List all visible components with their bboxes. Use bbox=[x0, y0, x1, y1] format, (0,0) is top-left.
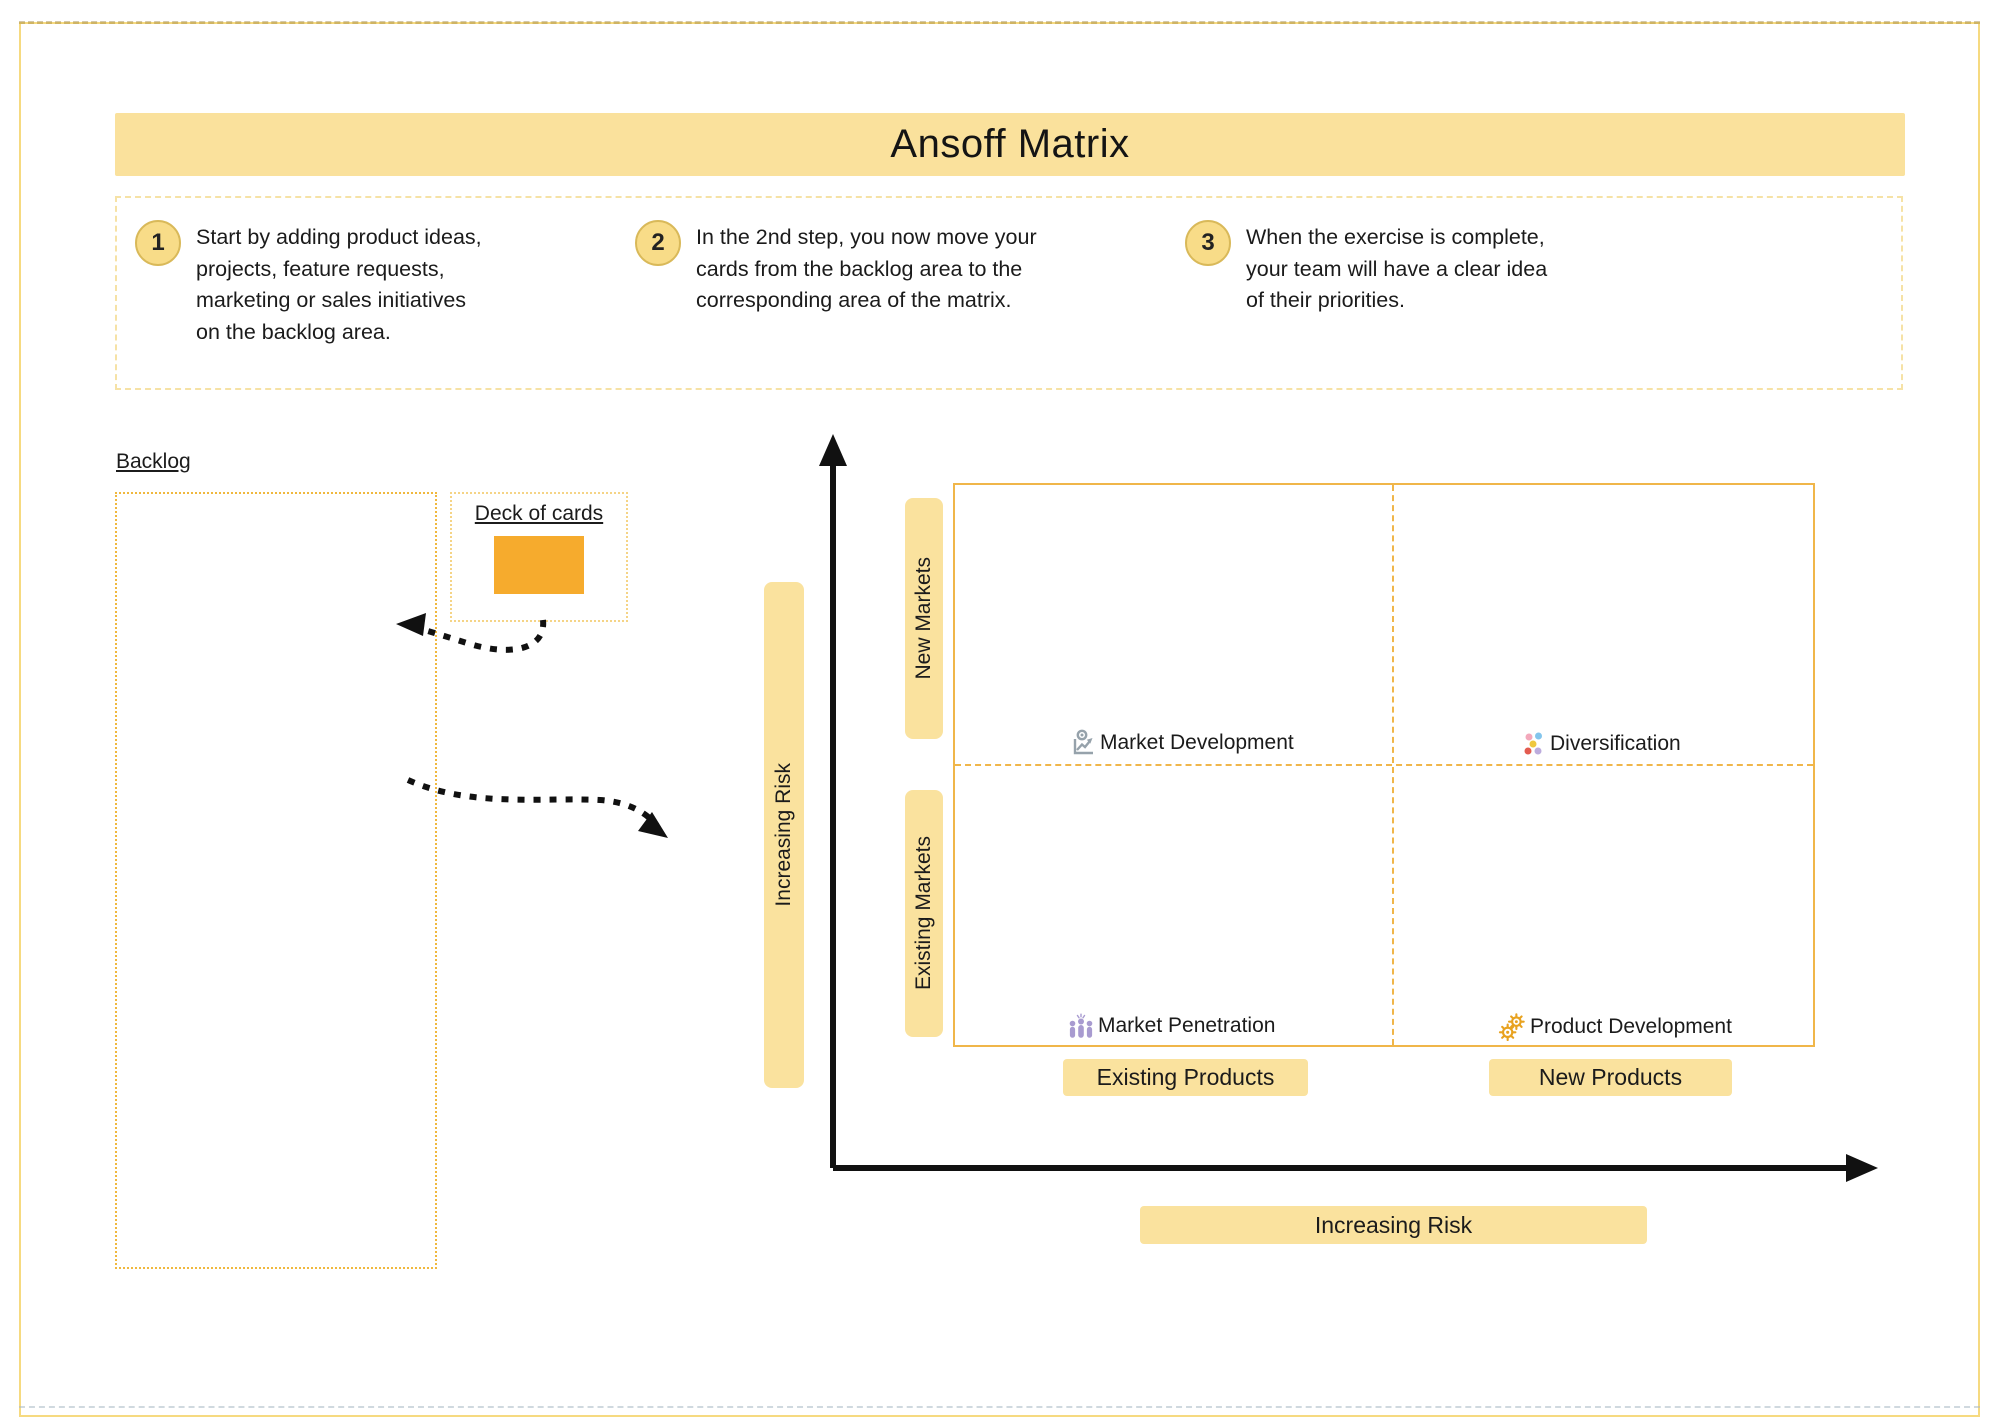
step-2-text: In the 2nd step, you now move your cards… bbox=[696, 225, 1037, 313]
quadrant-label-diversification: Diversification bbox=[1521, 731, 1681, 757]
instruction-step-2: 2 In the 2nd step, you now move your car… bbox=[635, 220, 1135, 317]
column-label-existing-products: Existing Products bbox=[1063, 1059, 1308, 1096]
quadrant-market-penetration-drop-area[interactable] bbox=[955, 766, 1392, 1045]
vertical-axis-label: Increasing Risk bbox=[764, 582, 804, 1088]
quadrant-product-development-drop-area[interactable] bbox=[1394, 766, 1815, 1045]
instruction-step-1: 1 Start by adding product ideas, project… bbox=[135, 220, 615, 348]
quadrant-label-market-penetration: Market Penetration bbox=[1067, 1012, 1275, 1039]
quadrant-label-product-development: Product Development bbox=[1498, 1012, 1732, 1041]
page-break-indicator-top bbox=[19, 21, 1980, 24]
page-border bbox=[19, 22, 1980, 1417]
instructions-panel: 1 Start by adding product ideas, project… bbox=[115, 196, 1903, 390]
backlog-drop-area[interactable] bbox=[115, 492, 437, 1269]
backlog-label: Backlog bbox=[116, 450, 191, 473]
deck-of-cards-area: Deck of cards bbox=[450, 492, 628, 622]
growth-chart-icon bbox=[1073, 729, 1093, 755]
matrix-horizontal-divider bbox=[955, 764, 1813, 766]
people-icon bbox=[1069, 1013, 1093, 1038]
step-1-badge: 1 bbox=[135, 220, 181, 266]
quadrant-diversification-drop-area[interactable] bbox=[1394, 485, 1815, 764]
column-label-new-products: New Products bbox=[1489, 1059, 1732, 1096]
draggable-card[interactable] bbox=[494, 536, 584, 594]
ansoff-matrix-grid: Market Development Diversification Marke… bbox=[953, 483, 1815, 1047]
step-3-badge: 3 bbox=[1185, 220, 1231, 266]
gears-icon bbox=[1498, 1013, 1525, 1041]
colored-dots-icon bbox=[1524, 732, 1542, 755]
row-label-existing-markets: Existing Markets bbox=[905, 790, 943, 1037]
page-break-indicator-bottom bbox=[19, 1406, 1980, 1408]
horizontal-axis-label: Increasing Risk bbox=[1140, 1206, 1647, 1244]
step-1-text: Start by adding product ideas, projects,… bbox=[196, 225, 482, 344]
page-title: Ansoff Matrix bbox=[115, 113, 1905, 176]
instruction-step-3: 3 When the exercise is complete, your te… bbox=[1185, 220, 1685, 317]
row-label-new-markets: New Markets bbox=[905, 498, 943, 739]
quadrant-market-development-drop-area[interactable] bbox=[955, 485, 1392, 764]
deck-of-cards-label: Deck of cards bbox=[474, 502, 604, 525]
step-2-badge: 2 bbox=[635, 220, 681, 266]
step-3-text: When the exercise is complete, your team… bbox=[1246, 225, 1548, 313]
quadrant-label-market-development: Market Development bbox=[1069, 729, 1294, 757]
